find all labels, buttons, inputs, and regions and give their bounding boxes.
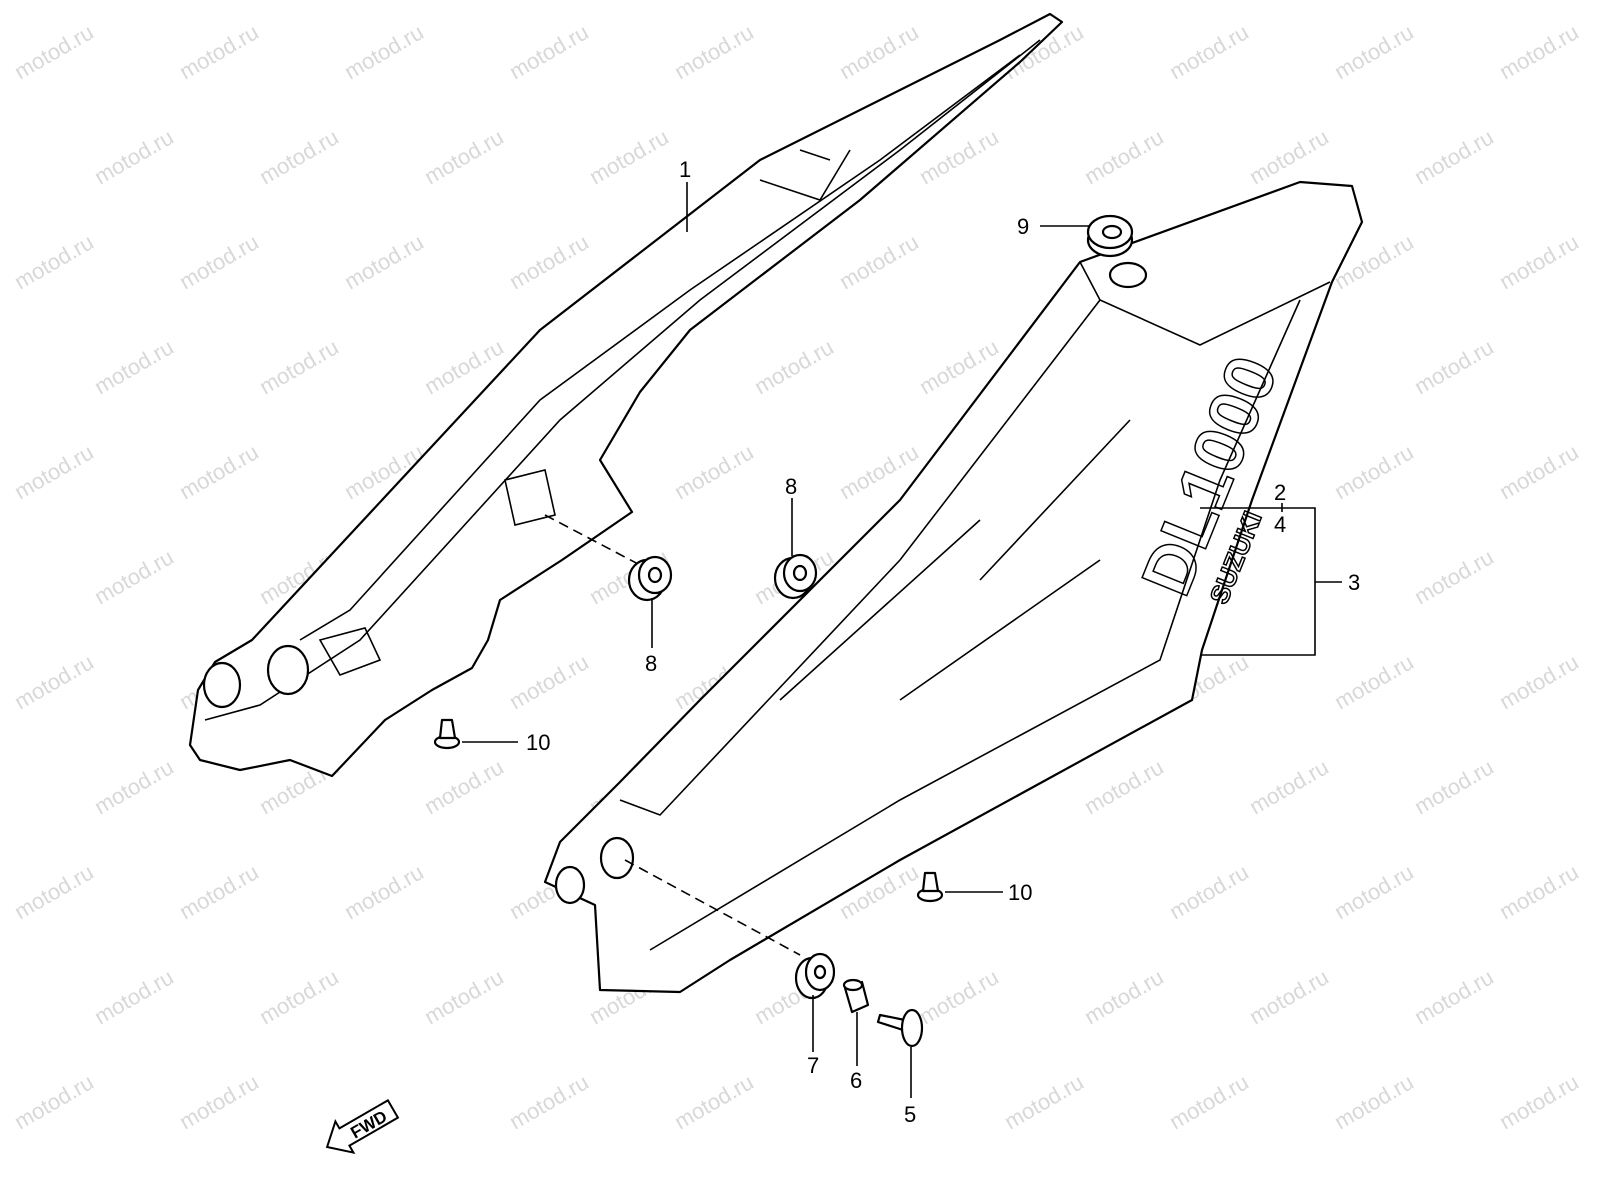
side-cover-part-3: DL1000 SUZUKI [543, 180, 1364, 994]
watermark-text: motod.ru [1330, 439, 1418, 504]
watermark-text: motod.ru [420, 964, 508, 1029]
watermark-text: motod.ru [1080, 124, 1168, 189]
watermark-text: motod.ru [10, 859, 98, 924]
grommet-part-7 [794, 952, 836, 1000]
watermark-text: motod.ru [1410, 754, 1498, 819]
watermark-text: motod.ru [585, 124, 673, 189]
watermark-text: motod.ru [750, 334, 838, 399]
watermark-text: motod.ru [915, 964, 1003, 1029]
watermark-text: motod.ru [670, 1069, 758, 1134]
watermark-text: motod.ru [1495, 649, 1583, 714]
leader-lines [462, 182, 1342, 1098]
watermark-text: motod.ru [1165, 859, 1253, 924]
watermark-text: motod.ru [1495, 229, 1583, 294]
watermark-text: motod.ru [255, 964, 343, 1029]
callout-8-left: 8 [645, 651, 657, 676]
watermark-text: motod.ru [175, 859, 263, 924]
watermark-text: motod.ru [1330, 1069, 1418, 1134]
grommet-part-8-top [773, 553, 818, 600]
watermark-text: motod.ru [670, 439, 758, 504]
watermark-text: motod.ru [90, 754, 178, 819]
grommet-part-9 [1086, 214, 1134, 258]
callout-8-top: 8 [785, 474, 797, 499]
watermark-text: motod.ru [835, 229, 923, 294]
watermark-text: motod.ru [1165, 19, 1253, 84]
watermark-text: motod.ru [10, 439, 98, 504]
forward-arrow-icon: FWD [325, 1098, 400, 1155]
frame-cover-part-1 [188, 12, 1064, 778]
clip-part-10-right [916, 871, 944, 903]
watermark-text: motod.ru [90, 334, 178, 399]
grommet-part-8-left [627, 555, 673, 602]
watermark-text: motod.ru [1245, 124, 1333, 189]
watermark-text: motod.ru [1000, 1069, 1088, 1134]
watermark-text: motod.ru [1245, 964, 1333, 1029]
callout-3: 3 [1348, 570, 1360, 595]
watermark-text: motod.ru [505, 229, 593, 294]
watermark-text: motod.ru [175, 439, 263, 504]
watermark-text: motod.ru [90, 964, 178, 1029]
watermark-text: motod.ru [1245, 754, 1333, 819]
watermark-text: motod.ru [1410, 334, 1498, 399]
watermark-text: motod.ru [670, 19, 758, 84]
watermark-text: motod.ru [1410, 964, 1498, 1029]
watermark-text: motod.ru [1080, 754, 1168, 819]
callout-1: 1 [679, 157, 691, 182]
watermark-text: motod.ru [1495, 1069, 1583, 1134]
clip-part-10-left [433, 718, 461, 750]
watermark-text: motod.ru [340, 229, 428, 294]
watermark-text: motod.ru [175, 1069, 263, 1134]
watermark-text: motod.ru [10, 1069, 98, 1134]
watermark-text: motod.ru [1410, 124, 1498, 189]
watermark-text: motod.ru [10, 649, 98, 714]
watermark-text: motod.ru [340, 859, 428, 924]
watermark-text: motod.ru [1495, 19, 1583, 84]
callout-2: 2 [1274, 480, 1286, 505]
watermark-text: motod.ru [255, 334, 343, 399]
callout-6: 6 [850, 1068, 862, 1093]
watermark-text: motod.ru [10, 19, 98, 84]
watermark-text: motod.ru [90, 544, 178, 609]
callout-10-right: 10 [1008, 880, 1032, 905]
callout-9: 9 [1017, 214, 1029, 239]
watermark-text: motod.ru [1080, 964, 1168, 1029]
watermark-text: motod.ru [1330, 859, 1418, 924]
bolt-part-5 [876, 1008, 924, 1048]
callout-10-left: 10 [526, 730, 550, 755]
watermark-text: motod.ru [505, 649, 593, 714]
watermark-text: motod.ru [1165, 1069, 1253, 1134]
callout-7: 7 [807, 1053, 819, 1078]
watermark-text: motod.ru [175, 19, 263, 84]
callout-4: 4 [1274, 512, 1286, 537]
watermark-text: motod.ru [420, 754, 508, 819]
watermark-text: motod.ru [1410, 544, 1498, 609]
watermark-text: motod.ru [1330, 649, 1418, 714]
watermark-text: motod.ru [420, 124, 508, 189]
watermark-text: motod.ru [1495, 859, 1583, 924]
watermark-text: motod.ru [340, 19, 428, 84]
watermark-text: motod.ru [90, 124, 178, 189]
watermark-text: motod.ru [10, 229, 98, 294]
watermark-text: motod.ru [505, 19, 593, 84]
callout-5: 5 [904, 1102, 916, 1127]
collar-part-6 [842, 978, 870, 1014]
watermark-text: motod.ru [1495, 439, 1583, 504]
watermark-text: motod.ru [175, 229, 263, 294]
watermark-text: motod.ru [1330, 19, 1418, 84]
watermark-text: motod.ru [505, 1069, 593, 1134]
watermark-text: motod.ru [835, 19, 923, 84]
watermark-text: motod.ru [255, 124, 343, 189]
